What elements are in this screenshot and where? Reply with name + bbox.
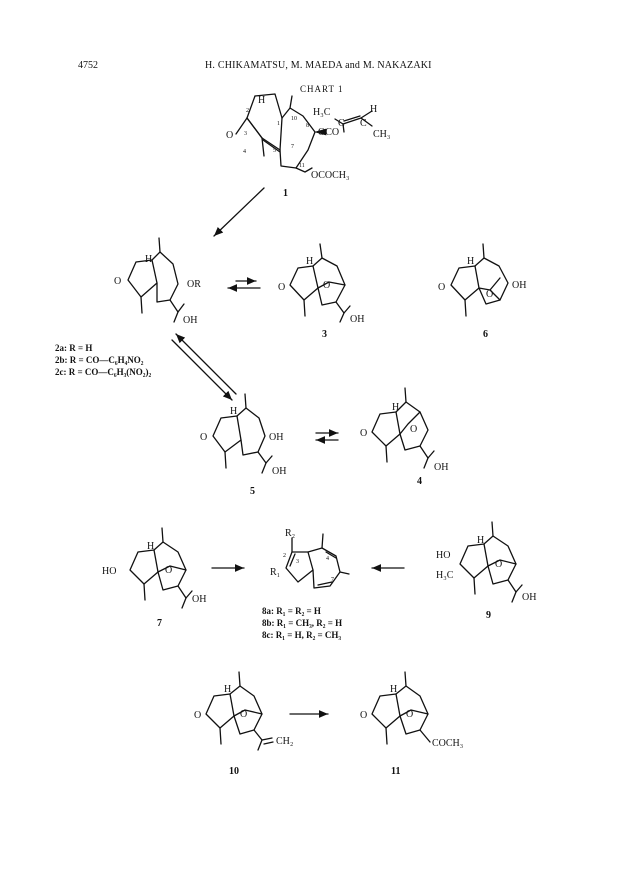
c10-oxo-o: O [194,710,201,721]
c5-oh-1: OH [269,432,283,443]
legend-2a: 2a: R = H [55,343,92,353]
c5-h: H [230,406,237,417]
c4-oxo-o: O [360,428,367,439]
c8-locant-4: 4 [326,556,329,562]
c1-h: H [258,95,265,106]
compound-5-structure: O H OH OH 5 [200,393,286,497]
compound-4-number: 4 [417,476,422,487]
c2-oh: OH [183,315,197,326]
c1-locant-7: 7 [291,144,294,150]
legend-2b: 2b: R = CO—C₆H₄NO₂ [55,355,144,365]
compound-6-structure: O H O OH 6 [438,243,526,340]
compound-3-number: 3 [322,329,327,340]
c1-locant-1: 1 [277,121,280,127]
compound-9-structure: HO H₃C H O OH 9 [436,521,536,621]
compound-6-number: 6 [483,329,488,340]
c8-locant-7: 7 [331,577,334,583]
legend-2: 2a: R = H 2b: R = CO—C₆H₄NO₂ 2c: R = CO—… [55,343,151,377]
compound-5-number: 5 [250,486,255,497]
page-number: 4752 [78,60,98,71]
c10-h: H [224,684,231,695]
c1-locant-10: 10 [291,116,297,122]
c1-h3c: H₃C [313,107,331,118]
c11-bridge-o: O [406,709,413,720]
c2-or: OR [187,279,201,290]
c1-locant-2: 2 [246,108,249,114]
chart-title: CHART 1 [300,84,344,94]
c1-ch3: CH₃ [373,129,390,140]
compound-10-structure: O H O CH₂ 10 [194,671,293,777]
c7-ho: HO [102,566,116,577]
compound-4-structure: O H O OH 4 [360,387,448,487]
c5-oh-2: OH [272,466,286,477]
compound-11-number: 11 [391,766,400,777]
c9-oh: OH [522,592,536,603]
c6-h: H [467,256,474,267]
c4-oh: OH [434,462,448,473]
c1-locant-3: 3 [244,131,247,137]
c3-oxo-o: O [278,282,285,293]
compound-1-number: 1 [283,188,288,199]
c3-bridge-o: O [323,280,330,291]
c4-h: H [392,402,399,413]
c1-h-vinyl: H [370,104,377,115]
c5-oxo-o: O [200,432,207,443]
c9-bridge-o: O [495,559,502,570]
compound-11-structure: O H O COCH₃ 11 [360,671,463,777]
c1-c-right: C [360,118,367,129]
equilibrium-2-3 [227,277,261,292]
equilibrium-5-4 [315,429,339,444]
compound-1-structure: O H OCO OCOCH₃ H₃C C C H CH₃ 2 3 4 5 1 7… [226,93,390,199]
c7-bridge-o: O [165,565,172,576]
legend-8: 8a: R₁ = R₂ = H 8b: R₁ = CH₃, R₂ = H 8c:… [262,606,342,640]
c1-ester: OCO [318,127,339,138]
c6-bridge-o: O [486,289,493,300]
c9-h3c: H₃C [436,570,454,581]
c4-bridge-o: O [410,424,417,435]
compound-10-number: 10 [229,766,239,777]
c1-c-left: C [338,118,345,129]
c10-ch2: CH₂ [276,736,293,747]
compound-9-number: 9 [486,610,491,621]
legend-8c: 8c: R₁ = H, R₂ = CH₃ [262,630,341,640]
c6-oxo-o: O [438,282,445,293]
c7-h: H [147,541,154,552]
c3-h: H [306,256,313,267]
arrow-1-to-2 [213,187,265,237]
compound-2-structure: O H OR OH [114,237,201,326]
c1-oxo-o: O [226,130,233,141]
c8-r2: R₂ [285,528,295,539]
c2-h: H [145,254,152,265]
legend-2c: 2c: R = CO—C₆H₃(NO₂)₂ [55,367,151,377]
equilibrium-2-5 [171,333,237,401]
c7-oh: OH [192,594,206,605]
c11-h: H [390,684,397,695]
compound-7-structure: HO H O OH 7 [102,527,206,629]
c11-coch3: COCH₃ [432,738,463,749]
c1-acetate: OCOCH₃ [311,170,350,181]
compound-8-structure: R₂ R₁ 2 3 4 7 [270,528,350,589]
running-head: H. CHIKAMATSU, M. MAEDA and M. NAKAZAKI [205,60,432,71]
c9-h: H [477,535,484,546]
c8-locant-3: 3 [296,559,299,565]
c1-locant-4: 4 [243,149,246,155]
c9-ho: HO [436,550,450,561]
c10-bridge-o: O [240,709,247,720]
c6-oh: OH [512,280,526,291]
c1-locant-8: 8 [306,123,309,129]
c1-locant-11: 11 [299,163,305,169]
legend-8b: 8b: R₁ = CH₃, R₂ = H [262,618,342,628]
c11-oxo-o: O [360,710,367,721]
c1-locant-5: 5 [273,148,276,154]
c3-oh: OH [350,314,364,325]
c8-r1: R₁ [270,567,280,578]
legend-8a: 8a: R₁ = R₂ = H [262,606,321,616]
c2-oxo-o: O [114,276,121,287]
compound-3-structure: O H O OH 3 [278,243,364,340]
c8-locant-2: 2 [283,553,286,559]
compound-7-number: 7 [157,618,162,629]
